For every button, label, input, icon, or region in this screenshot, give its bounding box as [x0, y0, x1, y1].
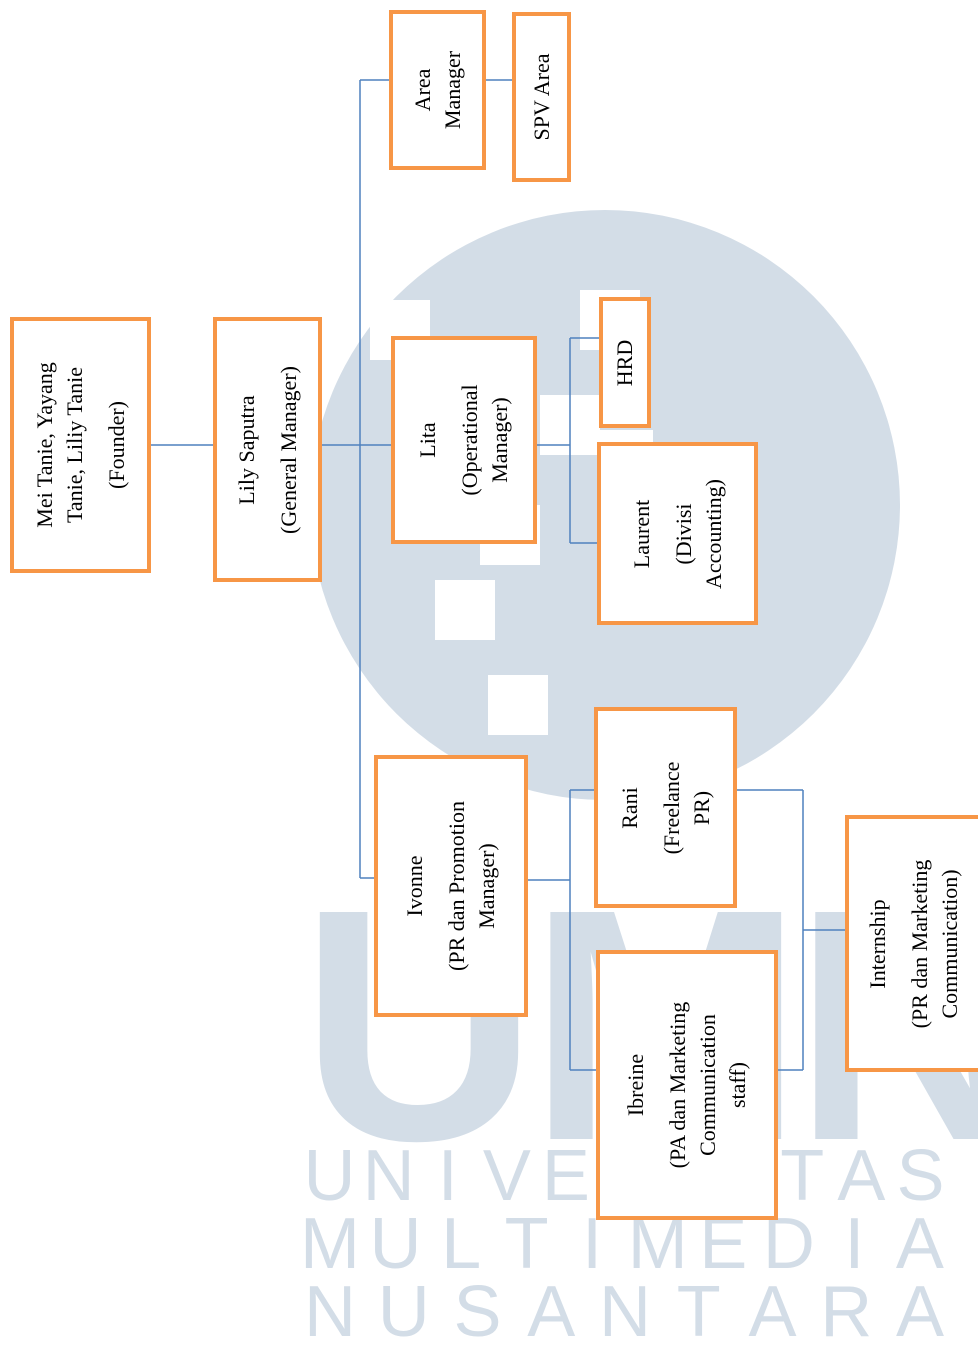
node-general-manager: Lily Saputra (General Manager) [213, 317, 322, 582]
node-general-manager-label: Lily Saputra (General Manager) [233, 365, 301, 534]
node-laurent: Laurent (Divisi Accounting) [597, 442, 758, 625]
node-founder-label: Mei Tanie, Yayang Tanie, Liliy Tanie (Fo… [31, 362, 129, 528]
node-spv-area: SPV Area [512, 12, 571, 182]
node-lita: Lita (Operational Manager) [391, 336, 537, 544]
node-hrd: HRD [599, 297, 651, 428]
node-lita-label: Lita (Operational Manager) [415, 384, 512, 496]
node-rani-label: Rani (Freelance PR) [616, 761, 714, 854]
node-area-manager: Area Manager [389, 10, 486, 170]
node-hrd-label: HRD [612, 339, 637, 386]
node-ibreine-label: Ibreine (PA dan Marketing Communication … [623, 1001, 750, 1169]
node-internship-label: Internship (PR dan Marketing Communicati… [864, 859, 962, 1028]
node-ibreine: Ibreine (PA dan Marketing Communication … [596, 950, 778, 1220]
node-ivonne: Ivonne (PR dan Promotion Manager) [374, 755, 528, 1017]
node-rani: Rani (Freelance PR) [594, 707, 737, 908]
node-laurent-label: Laurent (Divisi Accounting) [628, 478, 726, 589]
node-area-manager-label: Area Manager [409, 50, 465, 130]
node-spv-area-label: SPV Area [528, 53, 554, 141]
node-founder: Mei Tanie, Yayang Tanie, Liliy Tanie (Fo… [10, 317, 151, 573]
node-internship: Internship (PR dan Marketing Communicati… [845, 815, 978, 1072]
node-ivonne-label: Ivonne (PR dan Promotion Manager) [402, 801, 499, 971]
